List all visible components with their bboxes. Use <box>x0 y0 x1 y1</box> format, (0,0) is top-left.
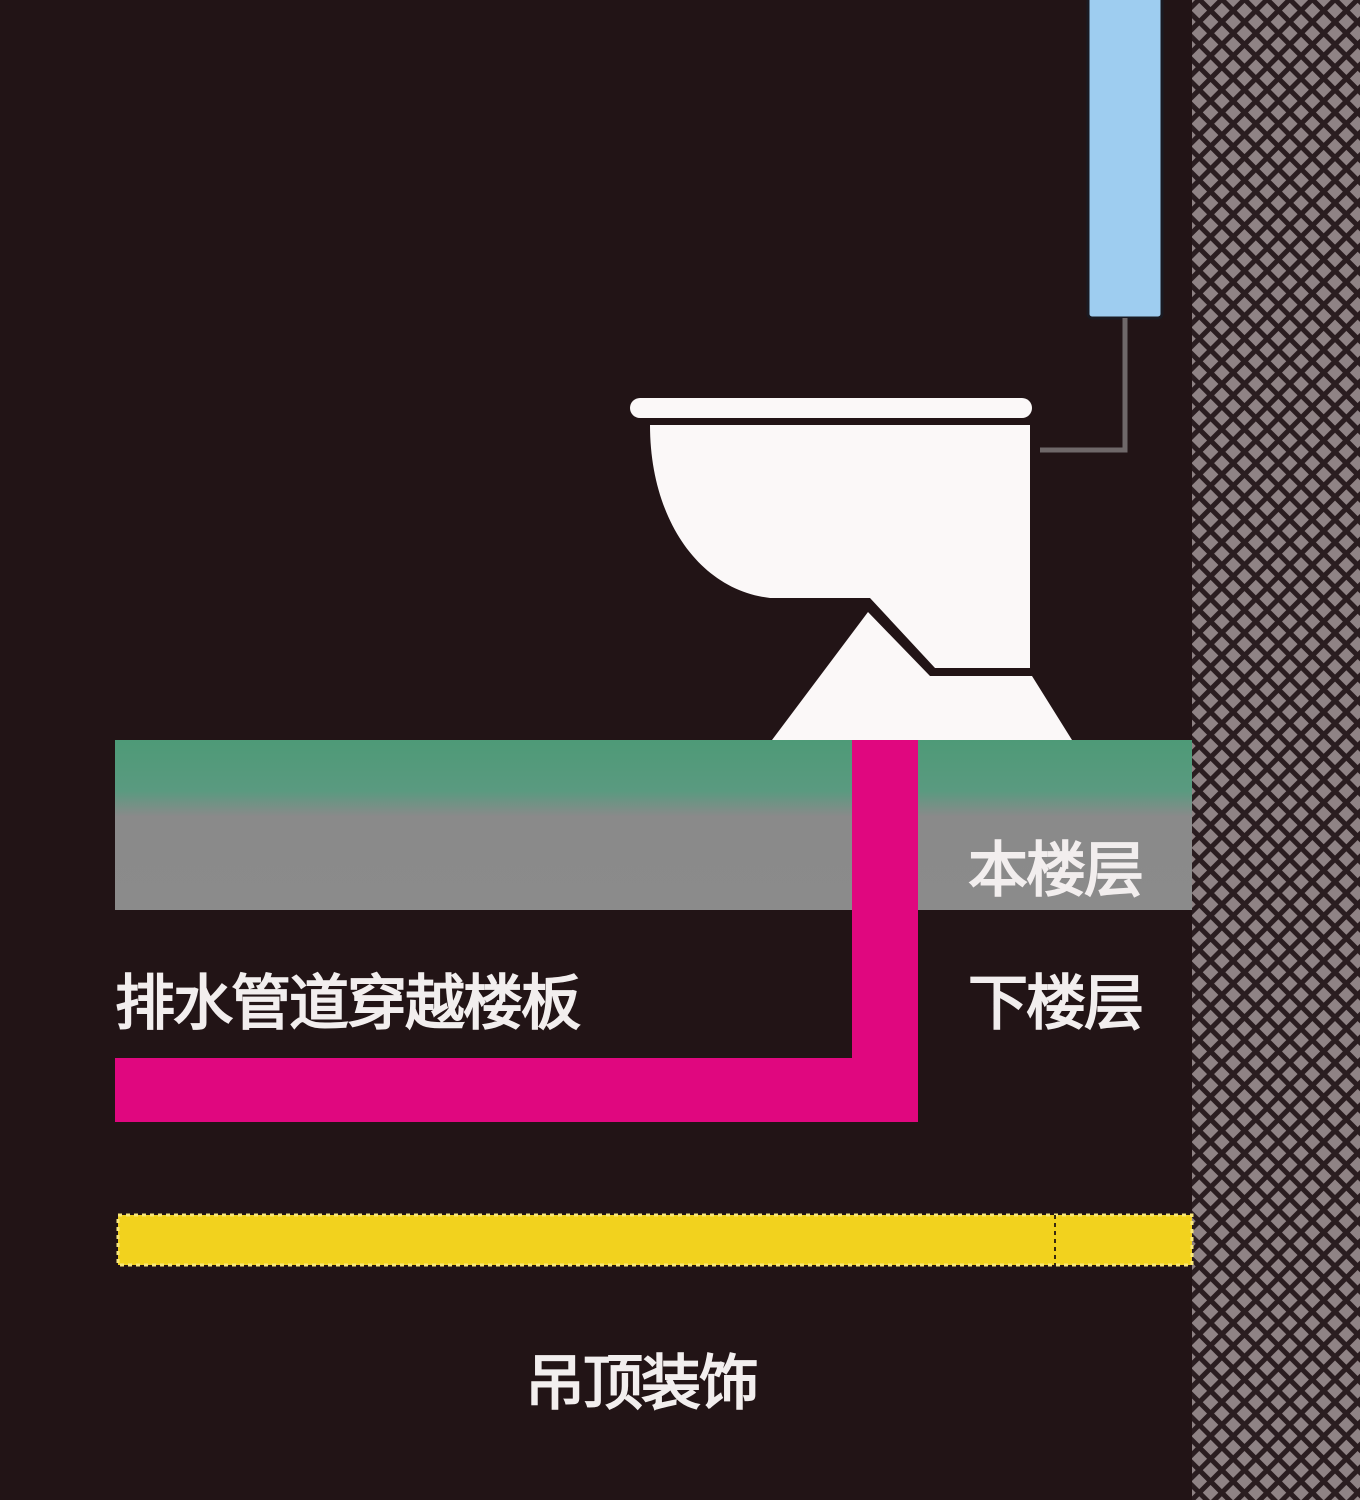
label-ceiling-decoration: 吊顶装饰 <box>525 1349 759 1419</box>
toilet-bowl <box>650 425 1030 668</box>
toilet-lid <box>630 398 1032 418</box>
label-lower-floor: 下楼层 <box>968 969 1144 1039</box>
toilet-base <box>772 612 1072 740</box>
wall <box>1192 0 1360 1500</box>
label-this-floor: 本楼层 <box>968 836 1144 906</box>
suspended-ceiling <box>116 1213 1194 1267</box>
floor-slab <box>115 740 1192 910</box>
water-tank <box>1086 0 1164 320</box>
drain-pipe-horizontal <box>115 1058 918 1122</box>
label-pipe-through-slab: 排水管道穿越楼板 <box>115 969 581 1039</box>
water-supply-pipe <box>1040 318 1128 453</box>
